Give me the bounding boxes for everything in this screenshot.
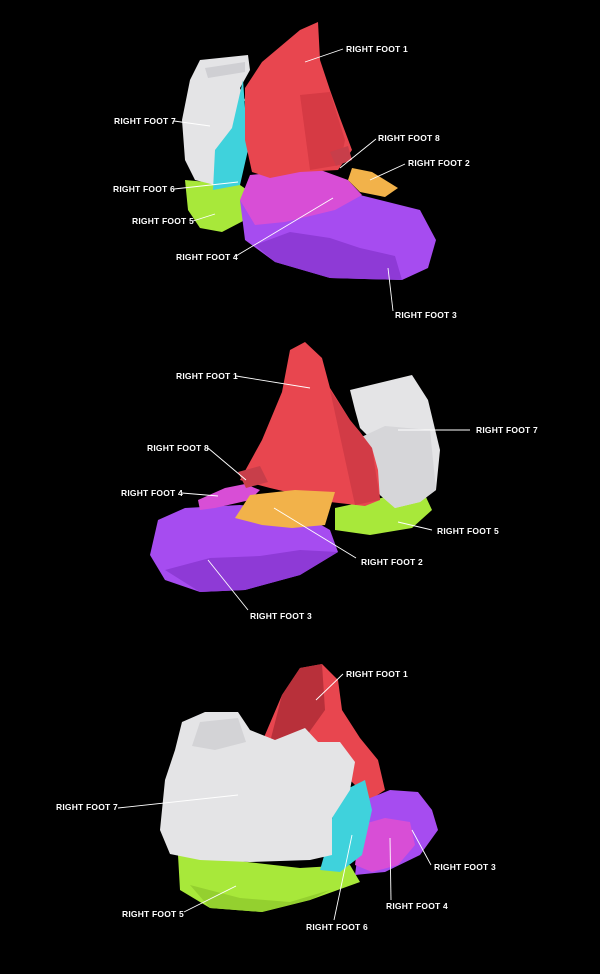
part-5-shade [190,885,330,912]
label-right-foot-5: RIGHT FOOT 5 [122,909,184,919]
view-1: RIGHT FOOT 1 RIGHT FOOT 7 RIGHT FOOT 8 R… [0,0,600,330]
part-3-shade [255,232,402,280]
label-right-foot-4: RIGHT FOOT 4 [121,488,183,498]
label-right-foot-8: RIGHT FOOT 8 [378,133,440,143]
part-7-shape [182,55,250,185]
part-8-shape [330,146,352,166]
part-6-shape [320,780,372,872]
label-right-foot-7: RIGHT FOOT 7 [56,802,118,812]
part-6-shape [213,80,248,190]
part-1-shape [240,342,380,506]
label-right-foot-1: RIGHT FOOT 1 [346,669,408,679]
label-right-foot-7: RIGHT FOOT 7 [476,425,538,435]
part-4-shape [240,168,362,225]
label-right-foot-7: RIGHT FOOT 7 [114,116,176,126]
label-right-foot-6: RIGHT FOOT 6 [113,184,175,194]
view-2: RIGHT FOOT 1 RIGHT FOOT 7 RIGHT FOOT 8 R… [0,330,600,650]
label-right-foot-3: RIGHT FOOT 3 [250,611,312,621]
label-right-foot-4: RIGHT FOOT 4 [386,901,448,911]
part-7-trim [205,62,245,78]
part-2-shape [348,168,398,197]
leader-lines-2 [181,375,470,611]
label-right-foot-2: RIGHT FOOT 2 [361,557,423,567]
leader-lines-1 [173,48,406,312]
part-7-shade [355,426,436,508]
label-right-foot-6: RIGHT FOOT 6 [306,922,368,932]
part-1-shade [330,390,380,505]
part-2-shape [235,490,335,528]
label-right-foot-3: RIGHT FOOT 3 [434,862,496,872]
part-1-shade [300,92,345,170]
shoe-illustration-3 [117,664,438,921]
part-1-shade [270,664,325,745]
view-3: RIGHT FOOT 1 RIGHT FOOT 7 RIGHT FOOT 3 R… [0,650,600,974]
label-right-foot-1: RIGHT FOOT 1 [346,44,408,54]
part-7-shade [192,718,246,750]
label-right-foot-4: RIGHT FOOT 4 [176,252,238,262]
label-right-foot-5: RIGHT FOOT 5 [437,526,499,536]
label-right-foot-5: RIGHT FOOT 5 [132,216,194,226]
label-right-foot-1: RIGHT FOOT 1 [176,371,238,381]
part-4-shape [198,484,260,510]
label-right-foot-2: RIGHT FOOT 2 [408,158,470,168]
part-7-shape [160,712,355,862]
label-right-foot-3: RIGHT FOOT 3 [395,310,457,320]
shoe-illustration-1 [173,22,436,312]
shoe-illustration-2 [150,342,470,611]
label-right-foot-8: RIGHT FOOT 8 [147,443,209,453]
part-4-shape [355,818,415,872]
part-8-shape [238,466,268,488]
leader-lines-3 [117,673,432,921]
